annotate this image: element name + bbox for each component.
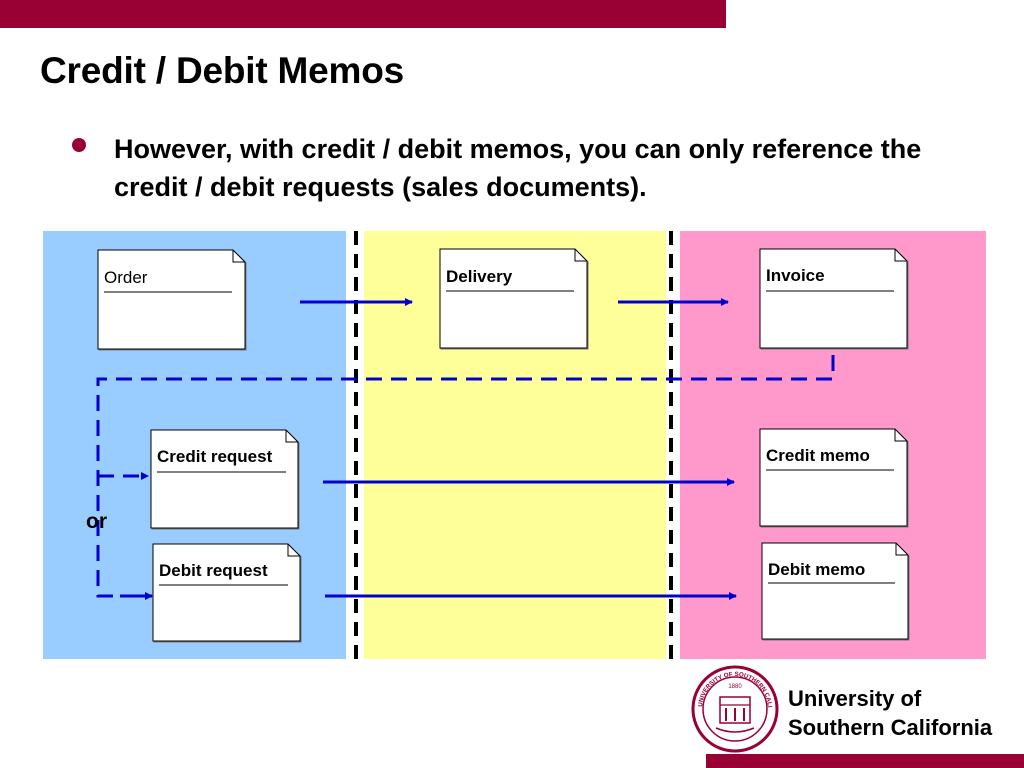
university-name-line2: Southern California bbox=[788, 715, 993, 740]
svg-text:1880: 1880 bbox=[728, 684, 742, 690]
usc-seal-icon: UNIVERSITY OF SOUTHERN CALIFORNIA 1880 bbox=[690, 664, 779, 753]
doc-debit-request bbox=[152, 543, 301, 642]
bullet-text: However, with credit / debit memos, you … bbox=[114, 134, 922, 202]
doc-label-credit-request: Credit request bbox=[157, 447, 273, 466]
doc-label-debit-request: Debit request bbox=[159, 561, 268, 580]
university-name-line1: University of bbox=[788, 686, 922, 711]
doc-label-debit-memo: Debit memo bbox=[768, 560, 866, 579]
doc-label-credit-memo: Credit memo bbox=[766, 446, 870, 465]
bottom-brand-bar bbox=[706, 754, 1024, 768]
bullet-dot bbox=[72, 138, 86, 152]
top-brand-bar bbox=[0, 0, 726, 28]
slide-title: Credit / Debit Memos bbox=[40, 50, 404, 91]
doc-label-delivery: Delivery bbox=[446, 267, 513, 286]
dashed-reference-path bbox=[96, 355, 835, 598]
or-label: or bbox=[86, 510, 107, 533]
doc-debit-memo bbox=[761, 542, 909, 640]
doc-order bbox=[97, 249, 246, 350]
doc-invoice bbox=[759, 248, 908, 349]
doc-delivery bbox=[439, 248, 588, 349]
university-name: University of Southern California bbox=[788, 684, 992, 742]
doc-credit-request bbox=[150, 429, 299, 529]
doc-label-invoice: Invoice bbox=[766, 266, 825, 285]
doc-label-order: Order bbox=[104, 268, 148, 287]
doc-credit-memo bbox=[759, 428, 908, 527]
